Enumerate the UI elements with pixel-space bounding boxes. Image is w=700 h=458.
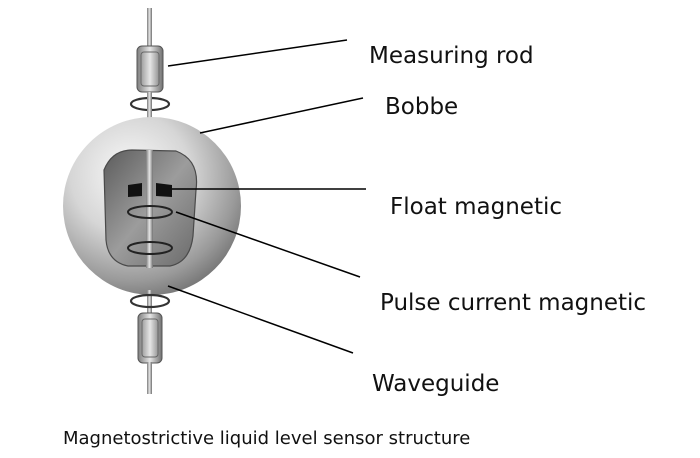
leader-waveguide <box>167 285 354 354</box>
inner-ring-2 <box>127 241 173 255</box>
leader-bobbe <box>199 97 364 134</box>
bottom-rod <box>147 362 152 394</box>
label-pulse-clip: Pulse current magnetic <box>380 289 700 319</box>
diagram-caption: Magnetostrictive liquid level sensor str… <box>63 428 471 449</box>
leader-pulse-current <box>175 211 361 278</box>
inner-rod <box>146 150 153 268</box>
top-rod <box>147 8 152 48</box>
label-pulse-current-magnetic: Pulse current magnetic <box>380 290 647 316</box>
label-waveguide: Waveguide <box>372 371 500 397</box>
label-float-magnetic: Float magnetic <box>390 194 562 220</box>
float-magnet <box>128 183 142 197</box>
label-measuring-rod: Measuring rod <box>369 43 534 69</box>
inner-ring-1 <box>127 205 173 219</box>
bottom-ring <box>129 293 171 309</box>
leader-measuring-rod <box>167 39 348 67</box>
label-bobbe: Bobbe <box>385 94 459 120</box>
